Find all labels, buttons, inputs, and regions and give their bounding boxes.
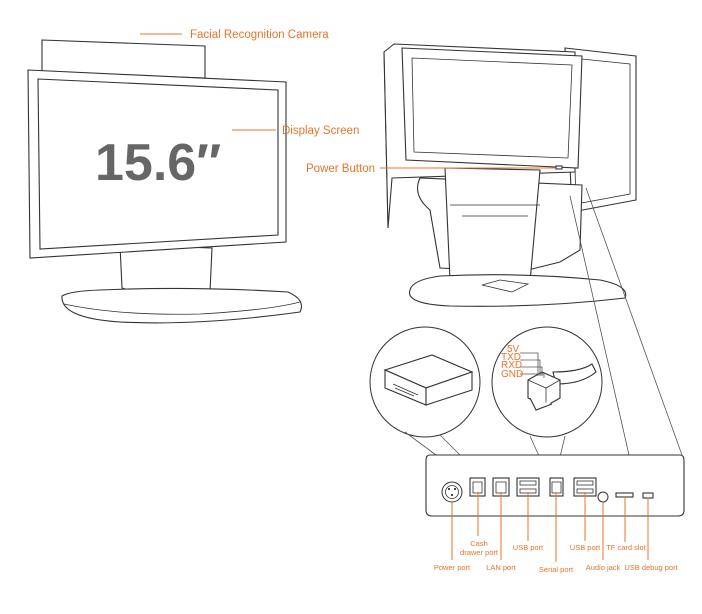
tf-card-label: TF card slot xyxy=(606,543,647,552)
serial-port-label: Serial port xyxy=(539,565,574,574)
power-port-label: Power port xyxy=(434,563,471,572)
pin-txd: TXD xyxy=(501,352,521,363)
usb-port-1-label: USB port xyxy=(513,543,544,552)
port-labels: Power port Cash drawer port LAN port USB… xyxy=(434,539,679,574)
port-panel xyxy=(425,454,685,517)
right-monitor xyxy=(383,43,683,456)
left-monitor: 15.6″ xyxy=(27,39,303,324)
screen-size-label: 15.6″ xyxy=(95,134,221,192)
cash-drawer-detail xyxy=(369,326,484,479)
camera-label: Facial Recognition Camera xyxy=(190,29,329,41)
cash-drawer-label-line1: Cash xyxy=(470,539,488,548)
camera-callout: Facial Recognition Camera xyxy=(140,29,329,41)
audio-jack-label: Audio jack xyxy=(586,563,621,572)
port-callout-lines xyxy=(451,492,649,562)
pin-rxd: RXD xyxy=(501,360,522,371)
power-button-callout: Power Button xyxy=(306,163,556,175)
serial-port-detail: 5V TXD RXD GND xyxy=(491,326,603,479)
usb-debug-label: USB debug port xyxy=(624,563,678,572)
cash-drawer-label-line2: drawer port xyxy=(460,548,499,557)
usb-port-2-label: USB port xyxy=(570,543,601,552)
pin-gnd: GND xyxy=(501,369,523,380)
lan-port-label: LAN port xyxy=(486,563,517,572)
pin-5v: 5V xyxy=(507,344,520,355)
power-button-label: Power Button xyxy=(306,163,375,175)
display-label: Display Screen xyxy=(282,125,359,137)
display-callout: Display Screen xyxy=(232,125,359,137)
